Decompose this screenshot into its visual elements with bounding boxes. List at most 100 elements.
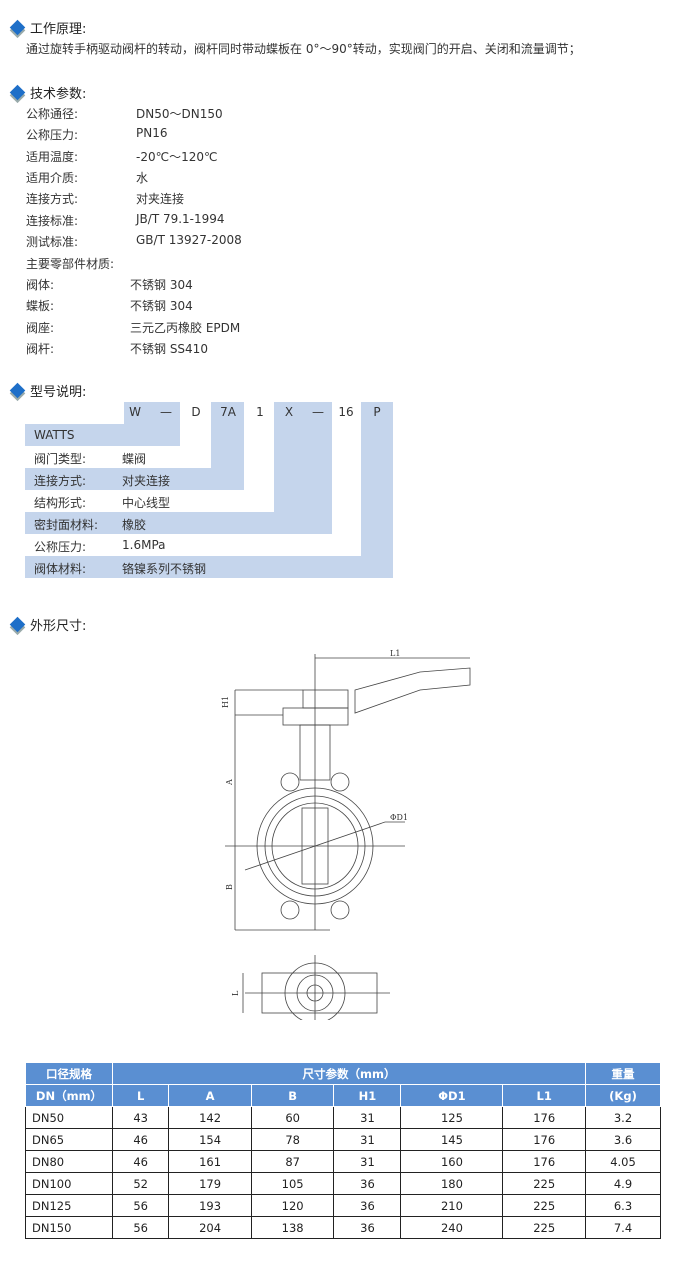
table-cell: 36: [333, 1216, 402, 1239]
table-cell: DN80: [25, 1150, 113, 1173]
model-row-value: 蝶阀: [122, 452, 147, 466]
table-cell: 179: [168, 1172, 252, 1195]
table-cell: 138: [250, 1216, 335, 1239]
material-value: 不锈钢 304: [130, 278, 193, 292]
column-header: B: [250, 1084, 335, 1107]
table-cell: 180: [400, 1172, 504, 1195]
table-cell: DN150: [25, 1216, 113, 1239]
table-cell: 6.3: [585, 1194, 661, 1217]
table-cell: 43: [111, 1106, 170, 1129]
diamond-bullet-icon: [9, 84, 26, 101]
table-cell: 7.4: [585, 1216, 661, 1239]
dimensions-heading: 外形尺寸:: [8, 615, 86, 634]
table-cell: DN65: [25, 1128, 113, 1151]
table-cell: 31: [333, 1106, 402, 1129]
spec-label: 公称通径:: [26, 107, 79, 121]
spec-value: -20℃～120℃: [136, 149, 218, 164]
table-cell: 56: [111, 1216, 170, 1239]
table-cell: 176: [502, 1106, 586, 1129]
table-cell: 31: [333, 1128, 402, 1151]
material-label: 阀杆:: [26, 341, 55, 356]
table-cell: 3.6: [585, 1128, 661, 1151]
model-code: P: [373, 405, 381, 419]
diamond-bullet-icon: [9, 616, 26, 633]
table-cell: 225: [502, 1194, 586, 1217]
model-row-value: 中心线型: [122, 496, 171, 510]
model-code: 7A: [220, 405, 236, 419]
column-header: A: [168, 1084, 252, 1107]
model-row-label: 阀体材料:: [34, 562, 87, 576]
spec-label: 测试标准:: [26, 234, 79, 249]
table-cell: 204: [168, 1216, 252, 1239]
model-row-label: 连接方式:: [34, 474, 87, 488]
model-row-label: WATTS: [34, 428, 75, 442]
label-A: A: [225, 779, 234, 786]
model-row-value: 1.6MPa: [122, 538, 166, 552]
table-cell: 46: [111, 1150, 170, 1173]
table-cell: 56: [111, 1194, 170, 1217]
model-code: W: [129, 405, 141, 419]
table-cell: 3.2: [585, 1106, 661, 1129]
spec-value: 对夹连接: [136, 192, 185, 207]
table-cell: 160: [400, 1150, 504, 1173]
table-cell: 36: [333, 1172, 402, 1195]
model-heading: 型号说明:: [8, 381, 86, 400]
heading-text: 工作原理:: [30, 22, 87, 37]
table-cell: DN50: [25, 1106, 113, 1129]
header-weight-unit: (Kg): [585, 1084, 661, 1107]
column-header: L1: [502, 1084, 586, 1107]
spec-value: JB/T 79.1-1994: [136, 211, 225, 226]
material-value: 不锈钢 304: [130, 299, 193, 314]
table-cell: 46: [111, 1128, 170, 1151]
heading-text: 外形尺寸:: [30, 619, 87, 634]
label-L: L: [231, 990, 240, 996]
table-cell: 161: [168, 1150, 252, 1173]
model-code: 16: [338, 405, 354, 419]
material-label: 蝶板:: [26, 299, 55, 314]
material-value: 不锈钢 SS410: [130, 341, 208, 356]
spec-value: DN50～DN150: [136, 107, 223, 121]
model-row-label: 公称压力:: [34, 540, 87, 554]
heading-text: 型号说明:: [30, 385, 87, 400]
model-row-label: 密封面材料:: [34, 518, 99, 532]
table-cell: 60: [250, 1106, 335, 1129]
model-row-value: 对夹连接: [122, 474, 171, 488]
spec-value: PN16: [136, 126, 168, 141]
column-header: H1: [333, 1084, 402, 1107]
spec-label: 公称压力:: [26, 128, 79, 143]
table-cell: 4.9: [585, 1172, 661, 1195]
table-cell: 125: [400, 1106, 504, 1129]
spec-label: 连接标准:: [26, 213, 79, 228]
material-label: 阀体:: [26, 278, 55, 292]
principle-text: 通过旋转手柄驱动阀杆的转动，阀杆同时带动蝶板在 0°～90°转动，实现阀门的开启…: [26, 42, 581, 56]
model-code: X: [284, 405, 294, 419]
label-B: B: [225, 884, 234, 890]
table-cell: 225: [502, 1172, 586, 1195]
model-row-label: 结构形式:: [34, 496, 87, 510]
label-L1: L1: [390, 649, 400, 658]
diamond-bullet-icon: [9, 19, 26, 36]
principle-heading: 工作原理:: [8, 18, 86, 37]
table-cell: 176: [502, 1128, 586, 1151]
column-header: ΦD1: [400, 1084, 504, 1107]
table-cell: 87: [250, 1150, 335, 1173]
table-cell: 210: [400, 1194, 504, 1217]
spec-value: 水: [136, 170, 149, 185]
model-row-value: 铬镍系列不锈钢: [122, 562, 207, 576]
model-code: 1: [256, 405, 264, 419]
table-cell: 78: [250, 1128, 335, 1151]
column-header: L: [111, 1084, 170, 1107]
table-cell: 120: [250, 1194, 335, 1217]
material-label: 阀座:: [26, 320, 55, 335]
table-cell: DN100: [25, 1172, 113, 1195]
header-size: 尺寸参数（mm）: [112, 1062, 586, 1085]
table-cell: 193: [168, 1194, 252, 1217]
table-cell: 31: [333, 1150, 402, 1173]
